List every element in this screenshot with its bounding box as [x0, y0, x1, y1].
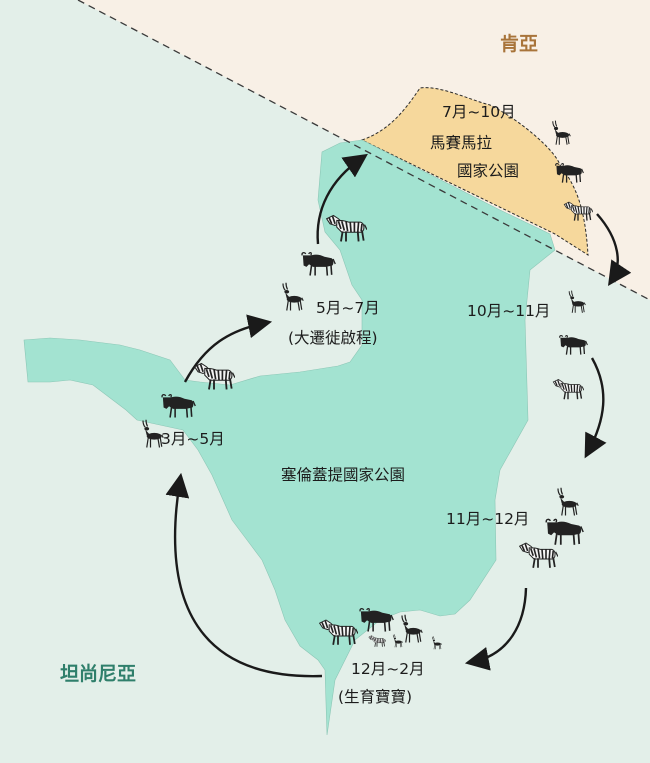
gazelle-icon — [392, 634, 403, 648]
zebra-icon — [518, 542, 558, 569]
stop-dec-feb-period: 12月~2月 — [351, 660, 425, 678]
zebra-foal-icon — [368, 635, 386, 648]
stop-dec-feb-note: (生育寶寶) — [338, 688, 413, 706]
stop-may-jul-period: 5月~7月 — [316, 299, 380, 317]
country-label-kenya: 肯亞 — [500, 33, 539, 55]
wildebeest-icon — [301, 251, 336, 277]
stop-mar-may-period: 3月~5月 — [161, 430, 225, 448]
park-label-mara-line1: 馬賽馬拉 — [430, 134, 493, 152]
masai-mara-reserve — [360, 87, 589, 256]
gazelle-icon — [401, 614, 423, 644]
arrow-may-to-mara — [316, 153, 368, 245]
stop-nov-dec-period: 11月~12月 — [446, 510, 530, 528]
country-label-tanzania: 坦尚尼亞 — [60, 663, 137, 685]
gazelle-icon — [282, 282, 304, 312]
migration-arrows — [165, 153, 632, 678]
park-label-serengeti: 塞倫蓋提國家公園 — [281, 466, 406, 484]
arrow-nov-to-dec — [464, 587, 528, 671]
stop-mara-period: 7月~10月 — [442, 103, 516, 121]
arrow-mar-to-may — [183, 314, 273, 383]
serengeti-park — [23, 139, 556, 736]
stop-oct-nov-period: 10月~11月 — [467, 302, 551, 320]
herd-oct-nov — [552, 289, 588, 401]
gazelle-icon — [568, 289, 586, 314]
arrow-dec-to-mar — [165, 472, 323, 678]
stop-may-jul-note: (大遷徙啟程) — [288, 329, 378, 347]
arrow-oct-to-nov — [584, 357, 607, 459]
gazelle-icon — [557, 487, 579, 517]
zebra-icon — [552, 378, 584, 401]
wildebeest-icon — [558, 334, 588, 356]
wildebeest-icon — [545, 518, 584, 546]
arrow-mara-to-south — [596, 213, 632, 286]
park-label-mara-line2: 國家公園 — [457, 162, 520, 180]
gazelle-icon — [431, 636, 442, 650]
